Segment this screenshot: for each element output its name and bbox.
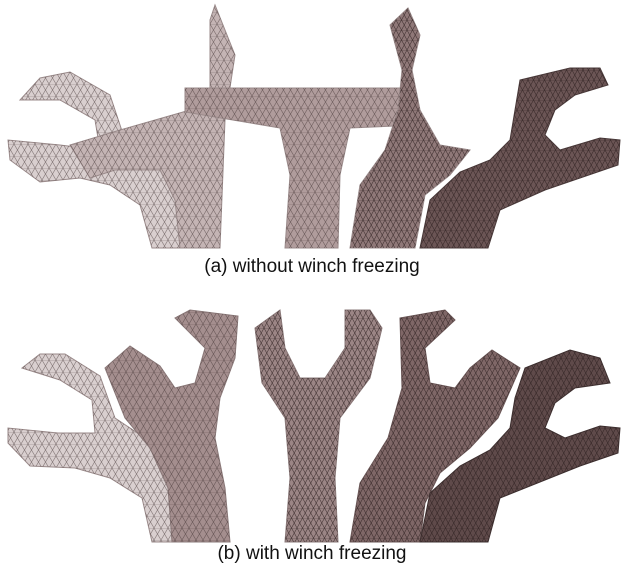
- panel-a-without-winch-freezing: [0, 0, 624, 250]
- caption-b: (b) with winch freezing: [0, 543, 624, 565]
- panel-b-svg: [0, 288, 624, 544]
- caption-a: (a) without winch freezing: [0, 256, 624, 278]
- panel-a-svg: [0, 0, 624, 250]
- panel-b-with-winch-freezing: [0, 288, 624, 544]
